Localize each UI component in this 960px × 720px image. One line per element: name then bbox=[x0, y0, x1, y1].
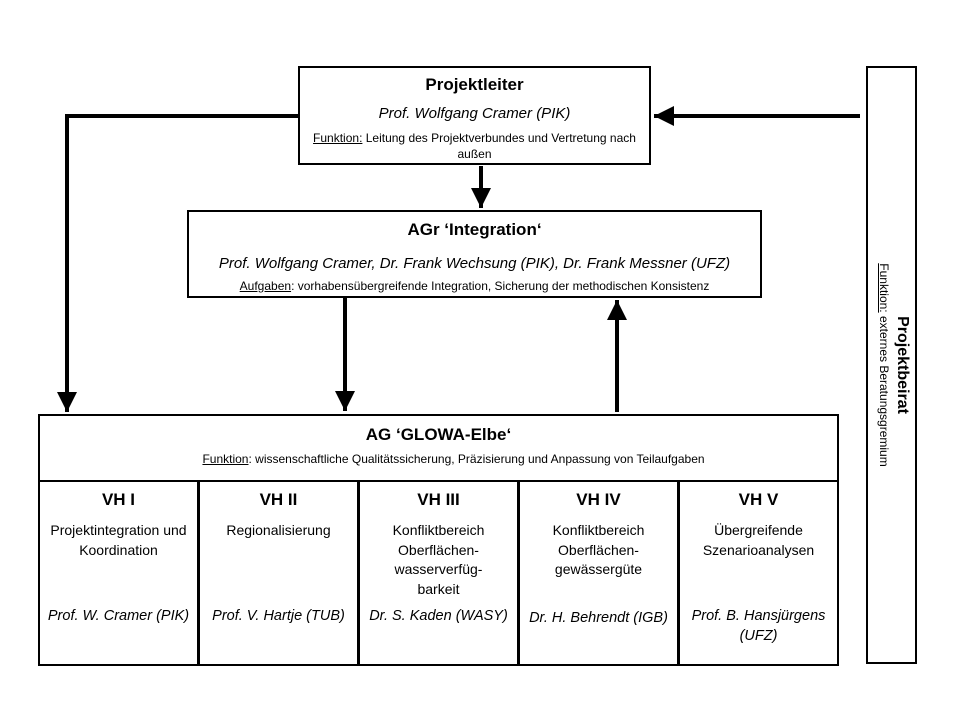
vh-name: VH II bbox=[259, 490, 298, 509]
vh-topic: Übergreifende Szenarioanalysen bbox=[702, 522, 815, 558]
vh-lead: Prof. W. Cramer (PIK) bbox=[47, 608, 190, 624]
vh-lead: Prof. B. Hansjürgens (UFZ) bbox=[691, 608, 826, 644]
agr-persons: Prof. Wolfgang Cramer, Dr. Frank Wechsun… bbox=[218, 255, 731, 272]
agr-tasks-text: : vorhabensübergreifende Integration, Si… bbox=[291, 279, 710, 293]
vh-name: VH III bbox=[417, 490, 460, 509]
projektleiter-title: Projektleiter bbox=[425, 75, 524, 94]
vh-box-2: VH II Regionalisierung Prof. V. Hartje (… bbox=[198, 480, 359, 666]
projektbeirat-function: Funktion: externes Beratungsgremium bbox=[876, 85, 892, 645]
vh-topic: Konfliktbereich Oberflächen-wasserverfüg… bbox=[392, 522, 485, 597]
vh-topic: Konfliktbereich Oberflächen-gewässergüte bbox=[552, 522, 645, 577]
projektleiter-function-text: Leitung des Projektverbundes und Vertret… bbox=[362, 131, 636, 161]
vh-name: VH V bbox=[738, 490, 779, 509]
projektbeirat-function-text: externes Beratungsgremium bbox=[876, 312, 891, 467]
agr-tasks: Aufgaben: vorhabensübergreifende Integra… bbox=[189, 278, 760, 294]
ag-title: AG ‘GLOWA-Elbe‘ bbox=[365, 425, 512, 444]
projektleiter-function: Funktion: Leitung des Projektverbundes u… bbox=[308, 130, 641, 162]
vh-box-4: VH IV Konfliktbereich Oberflächen-gewäss… bbox=[518, 480, 679, 666]
projektleiter-person: Prof. Wolfgang Cramer (PIK) bbox=[378, 105, 571, 122]
ag-function-text: : wissenschaftliche Qualitätssicherung, … bbox=[248, 452, 705, 466]
agr-tasks-label: Aufgaben bbox=[239, 279, 292, 293]
vh-lead: Prof. V. Hartje (TUB) bbox=[212, 608, 345, 624]
projektbeirat-box: Projektbeirat Funktion: externes Beratun… bbox=[866, 66, 917, 664]
vh-name: VH I bbox=[101, 490, 136, 509]
ag-function-label: Funktion bbox=[202, 452, 249, 466]
projektbeirat-rotated-text: Projektbeirat Funktion: externes Beratun… bbox=[872, 85, 912, 645]
arrow-projektleiter-to-ag bbox=[57, 114, 298, 412]
vh-topic: Regionalisierung bbox=[226, 522, 331, 538]
agr-integration-box: AGr ‘Integration‘ Prof. Wolfgang Cramer,… bbox=[187, 210, 762, 298]
projektleiter-box: Projektleiter Prof. Wolfgang Cramer (PIK… bbox=[298, 66, 651, 165]
vh-lead: Dr. S. Kaden (WASY) bbox=[369, 608, 508, 624]
vh-box-3: VH III Konfliktbereich Oberflächen-wasse… bbox=[358, 480, 519, 666]
vh-name: VH IV bbox=[576, 490, 621, 509]
vh-box-1: VH I Projektintegration und Koordination… bbox=[38, 480, 199, 666]
projektbeirat-title: Projektbeirat bbox=[893, 316, 911, 414]
vh-topic: Projektintegration und Koordination bbox=[50, 522, 187, 558]
vh-box-5: VH V Übergreifende Szenarioanalysen Prof… bbox=[678, 480, 839, 666]
agr-title: AGr ‘Integration‘ bbox=[407, 220, 542, 239]
projektleiter-function-label: Funktion: bbox=[313, 131, 363, 145]
ag-function: Funktion: wissenschaftliche Qualitätssic… bbox=[70, 451, 837, 467]
projektbeirat-function-label: Funktion: bbox=[876, 263, 891, 313]
ag-glowa-elbe-box: AG ‘GLOWA-Elbe‘ Funktion: wissenschaftli… bbox=[38, 414, 839, 482]
vh-lead: Dr. H. Behrendt (IGB) bbox=[529, 610, 668, 626]
